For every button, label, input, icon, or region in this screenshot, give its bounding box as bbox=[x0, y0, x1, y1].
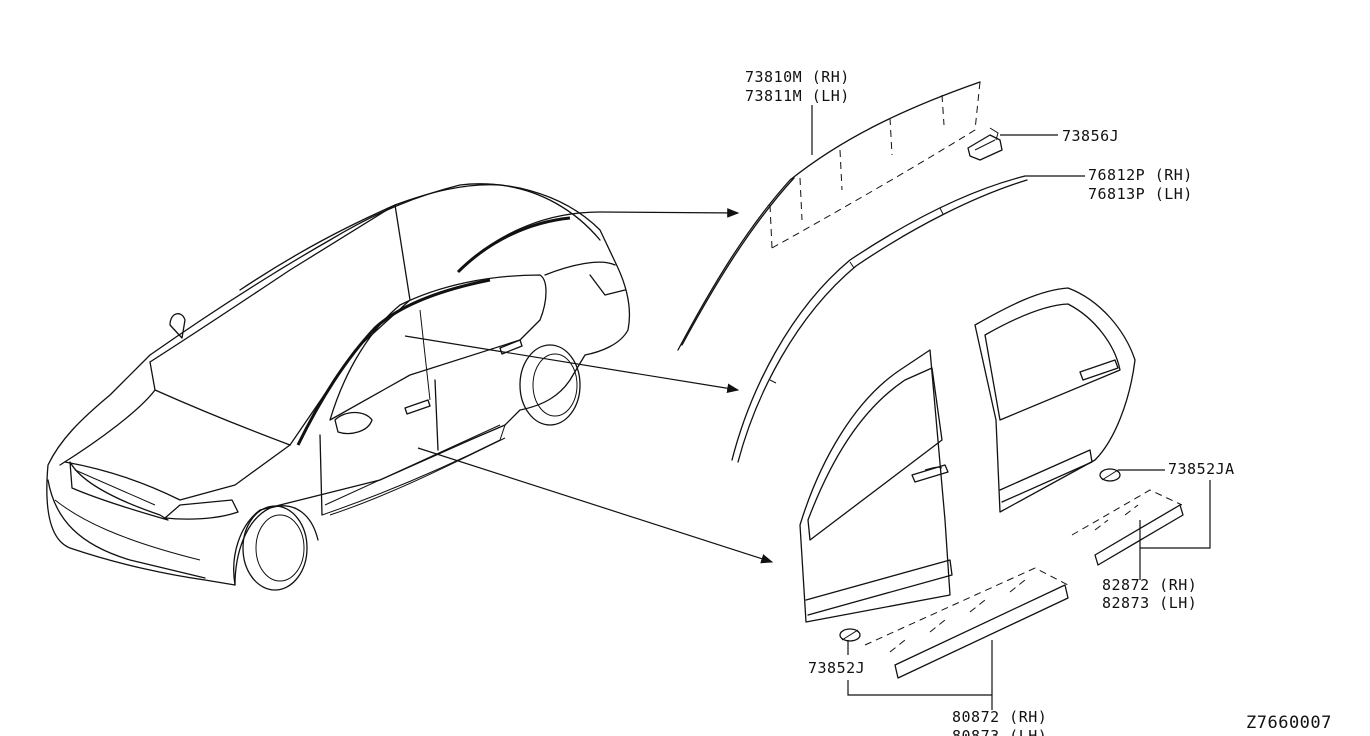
label-front-molding-rh: 80872 (RH) bbox=[952, 708, 1047, 726]
labels: 73810M (RH) 73811M (LH) 73856J 76812P (R… bbox=[745, 68, 1332, 736]
label-visor-lh: 73811M (LH) bbox=[745, 87, 850, 105]
label-visor-rh: 73810M (RH) bbox=[745, 68, 850, 86]
label-front-molding-lh: 80873 (LH) bbox=[952, 727, 1047, 736]
label-rear-molding-lh: 82873 (LH) bbox=[1102, 594, 1197, 612]
label-rear-molding-rh: 82872 (RH) bbox=[1102, 576, 1197, 594]
arrow-to-visor bbox=[459, 208, 740, 271]
leader-rear-molding-right bbox=[1140, 480, 1211, 549]
arrow-to-door-moldings bbox=[417, 447, 774, 564]
leader-front-molding bbox=[847, 640, 993, 696]
front-door-molding-part bbox=[864, 567, 1069, 679]
visor-part bbox=[677, 81, 981, 351]
visor-clip-part bbox=[967, 127, 1003, 161]
rear-door-molding-part bbox=[1071, 489, 1184, 566]
drip-molding-part bbox=[731, 175, 1028, 463]
label-drip-molding-lh: 76813P (LH) bbox=[1088, 185, 1193, 203]
front-door-part bbox=[799, 349, 953, 623]
car-illustration bbox=[46, 183, 631, 591]
front-door-clip-part bbox=[839, 628, 861, 642]
drawing-code: Z7660007 bbox=[1246, 713, 1332, 733]
label-rear-clip: 73852JA bbox=[1168, 460, 1235, 478]
arrow-to-drip-molding bbox=[404, 335, 740, 394]
label-drip-molding-rh: 76812P (RH) bbox=[1088, 166, 1193, 184]
label-front-clip: 73852J bbox=[808, 659, 865, 677]
label-visor-clip: 73856J bbox=[1062, 127, 1119, 145]
rear-door-part bbox=[974, 287, 1136, 513]
arrows bbox=[404, 208, 774, 564]
rear-door-clip-part bbox=[1099, 468, 1121, 482]
leader-lines bbox=[811, 105, 1211, 710]
